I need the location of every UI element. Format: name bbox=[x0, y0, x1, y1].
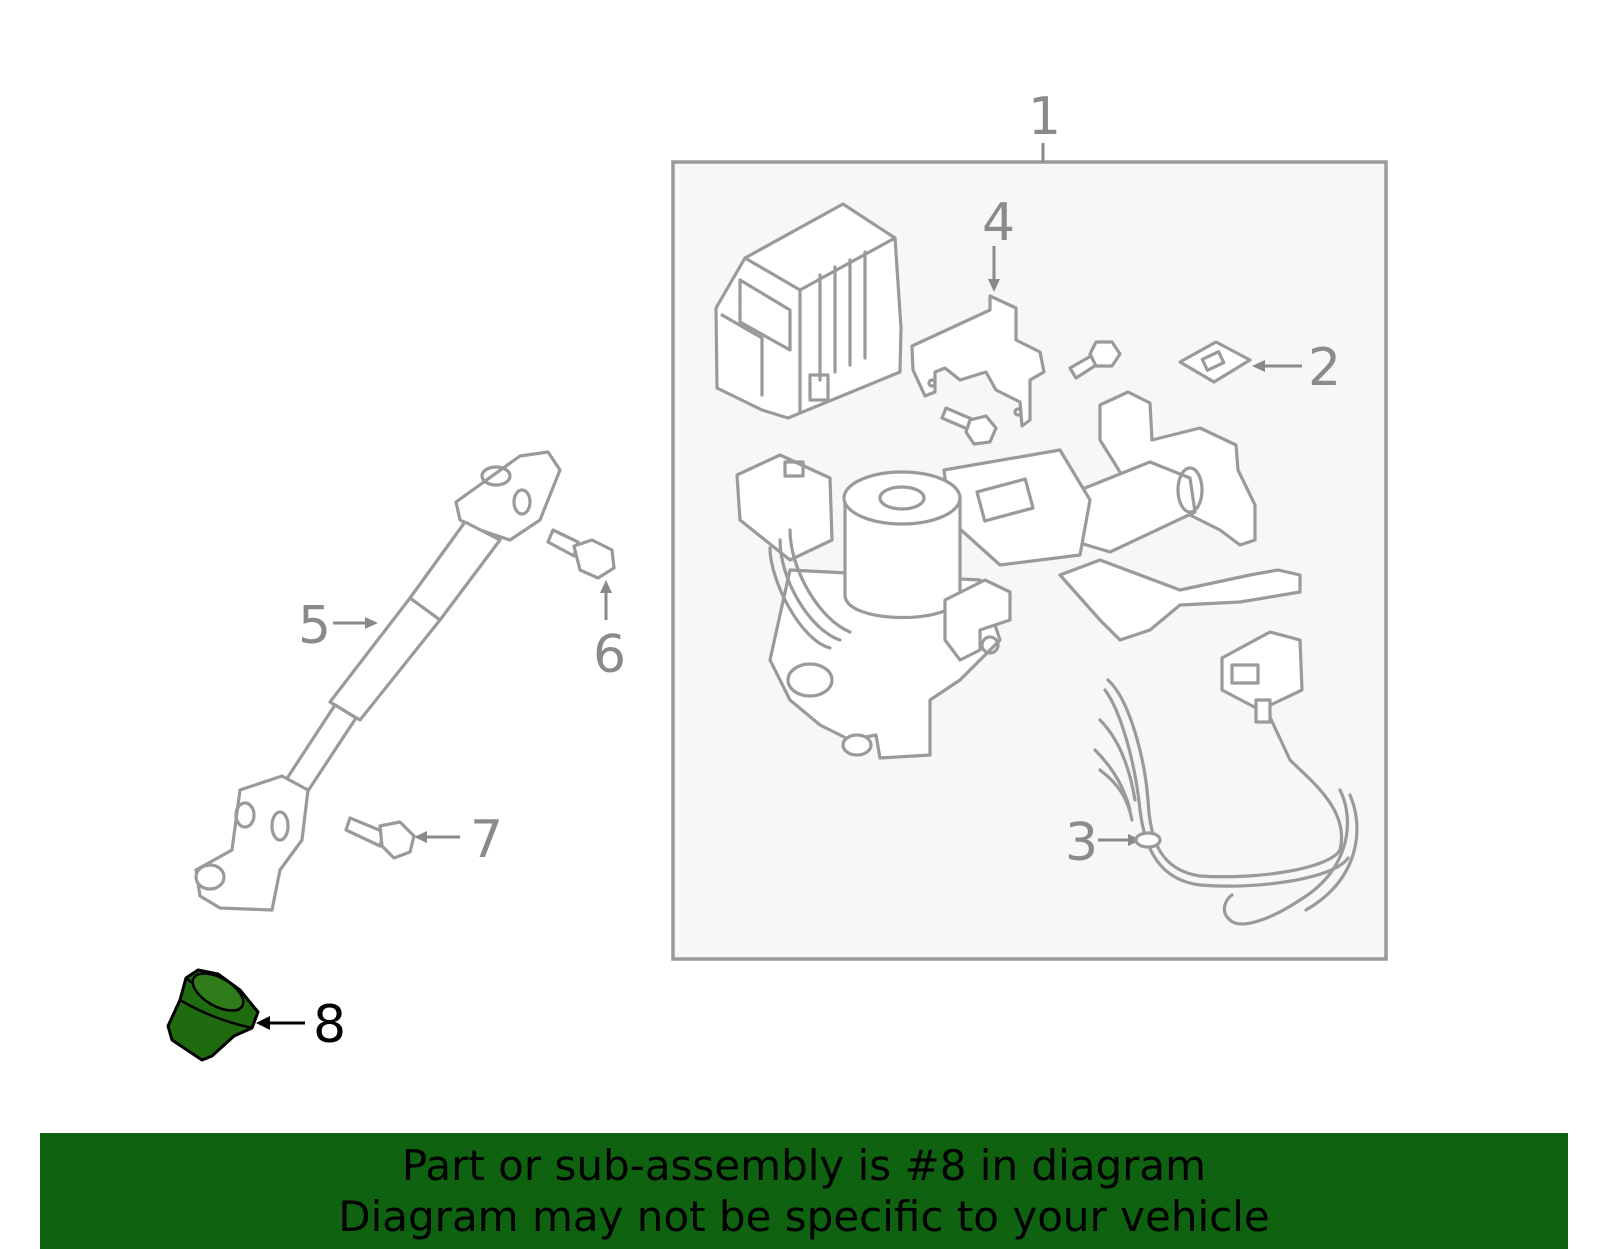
wiring-harness-part-3 bbox=[1093, 630, 1359, 926]
leader-arrows bbox=[256, 246, 1302, 1030]
callout-3: 3 bbox=[1065, 813, 1098, 873]
callout-5: 5 bbox=[298, 596, 331, 656]
callout-4: 4 bbox=[982, 193, 1015, 253]
banner-line-2: Diagram may not be specific to your vehi… bbox=[338, 1192, 1270, 1241]
clip-part-2 bbox=[1178, 340, 1252, 384]
bolt-upper-right bbox=[1068, 340, 1122, 380]
callout-1: 1 bbox=[1028, 87, 1061, 147]
bolt-part-7 bbox=[344, 816, 416, 860]
bolt-part-6 bbox=[546, 528, 616, 580]
banner-line-1: Part or sub-assembly is #8 in diagram bbox=[401, 1141, 1207, 1190]
callout-6: 6 bbox=[593, 625, 626, 685]
intermediate-shaft-part-5 bbox=[194, 450, 562, 912]
highlighted-part-8 bbox=[166, 968, 260, 1062]
info-banner: Part or sub-assembly is #8 in diagram Di… bbox=[40, 1133, 1568, 1249]
steering-column-body bbox=[735, 390, 1302, 760]
callout-2: 2 bbox=[1308, 338, 1341, 398]
callout-8: 8 bbox=[313, 995, 346, 1055]
callout-7: 7 bbox=[470, 810, 503, 870]
bracket-part-4 bbox=[910, 294, 1046, 428]
bolt-lower-left bbox=[940, 406, 998, 446]
control-module bbox=[714, 202, 903, 420]
